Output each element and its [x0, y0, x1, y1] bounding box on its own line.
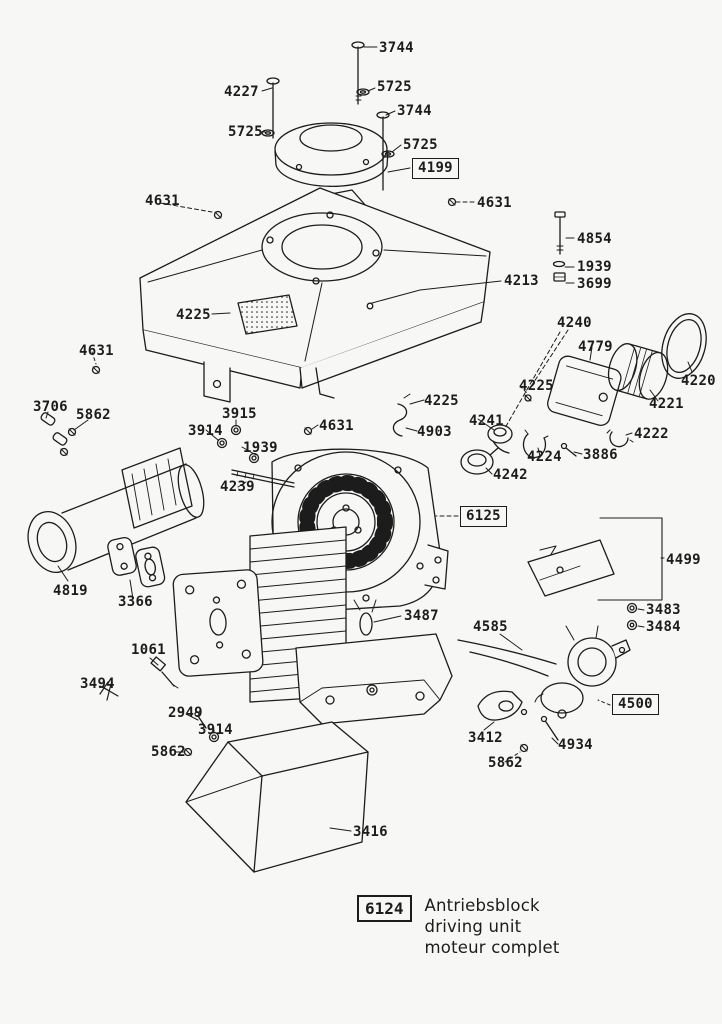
- legend-code: 6124: [357, 895, 412, 922]
- legend-line-fr: moteur complet: [424, 938, 560, 957]
- legend-text: Antriebsblock driving unit moteur comple…: [425, 895, 560, 958]
- legend-line-en: driving unit: [424, 917, 522, 936]
- legend-line-de: Antriebsblock: [424, 896, 540, 915]
- legend: 6124 Antriebsblock driving unit moteur c…: [357, 895, 560, 958]
